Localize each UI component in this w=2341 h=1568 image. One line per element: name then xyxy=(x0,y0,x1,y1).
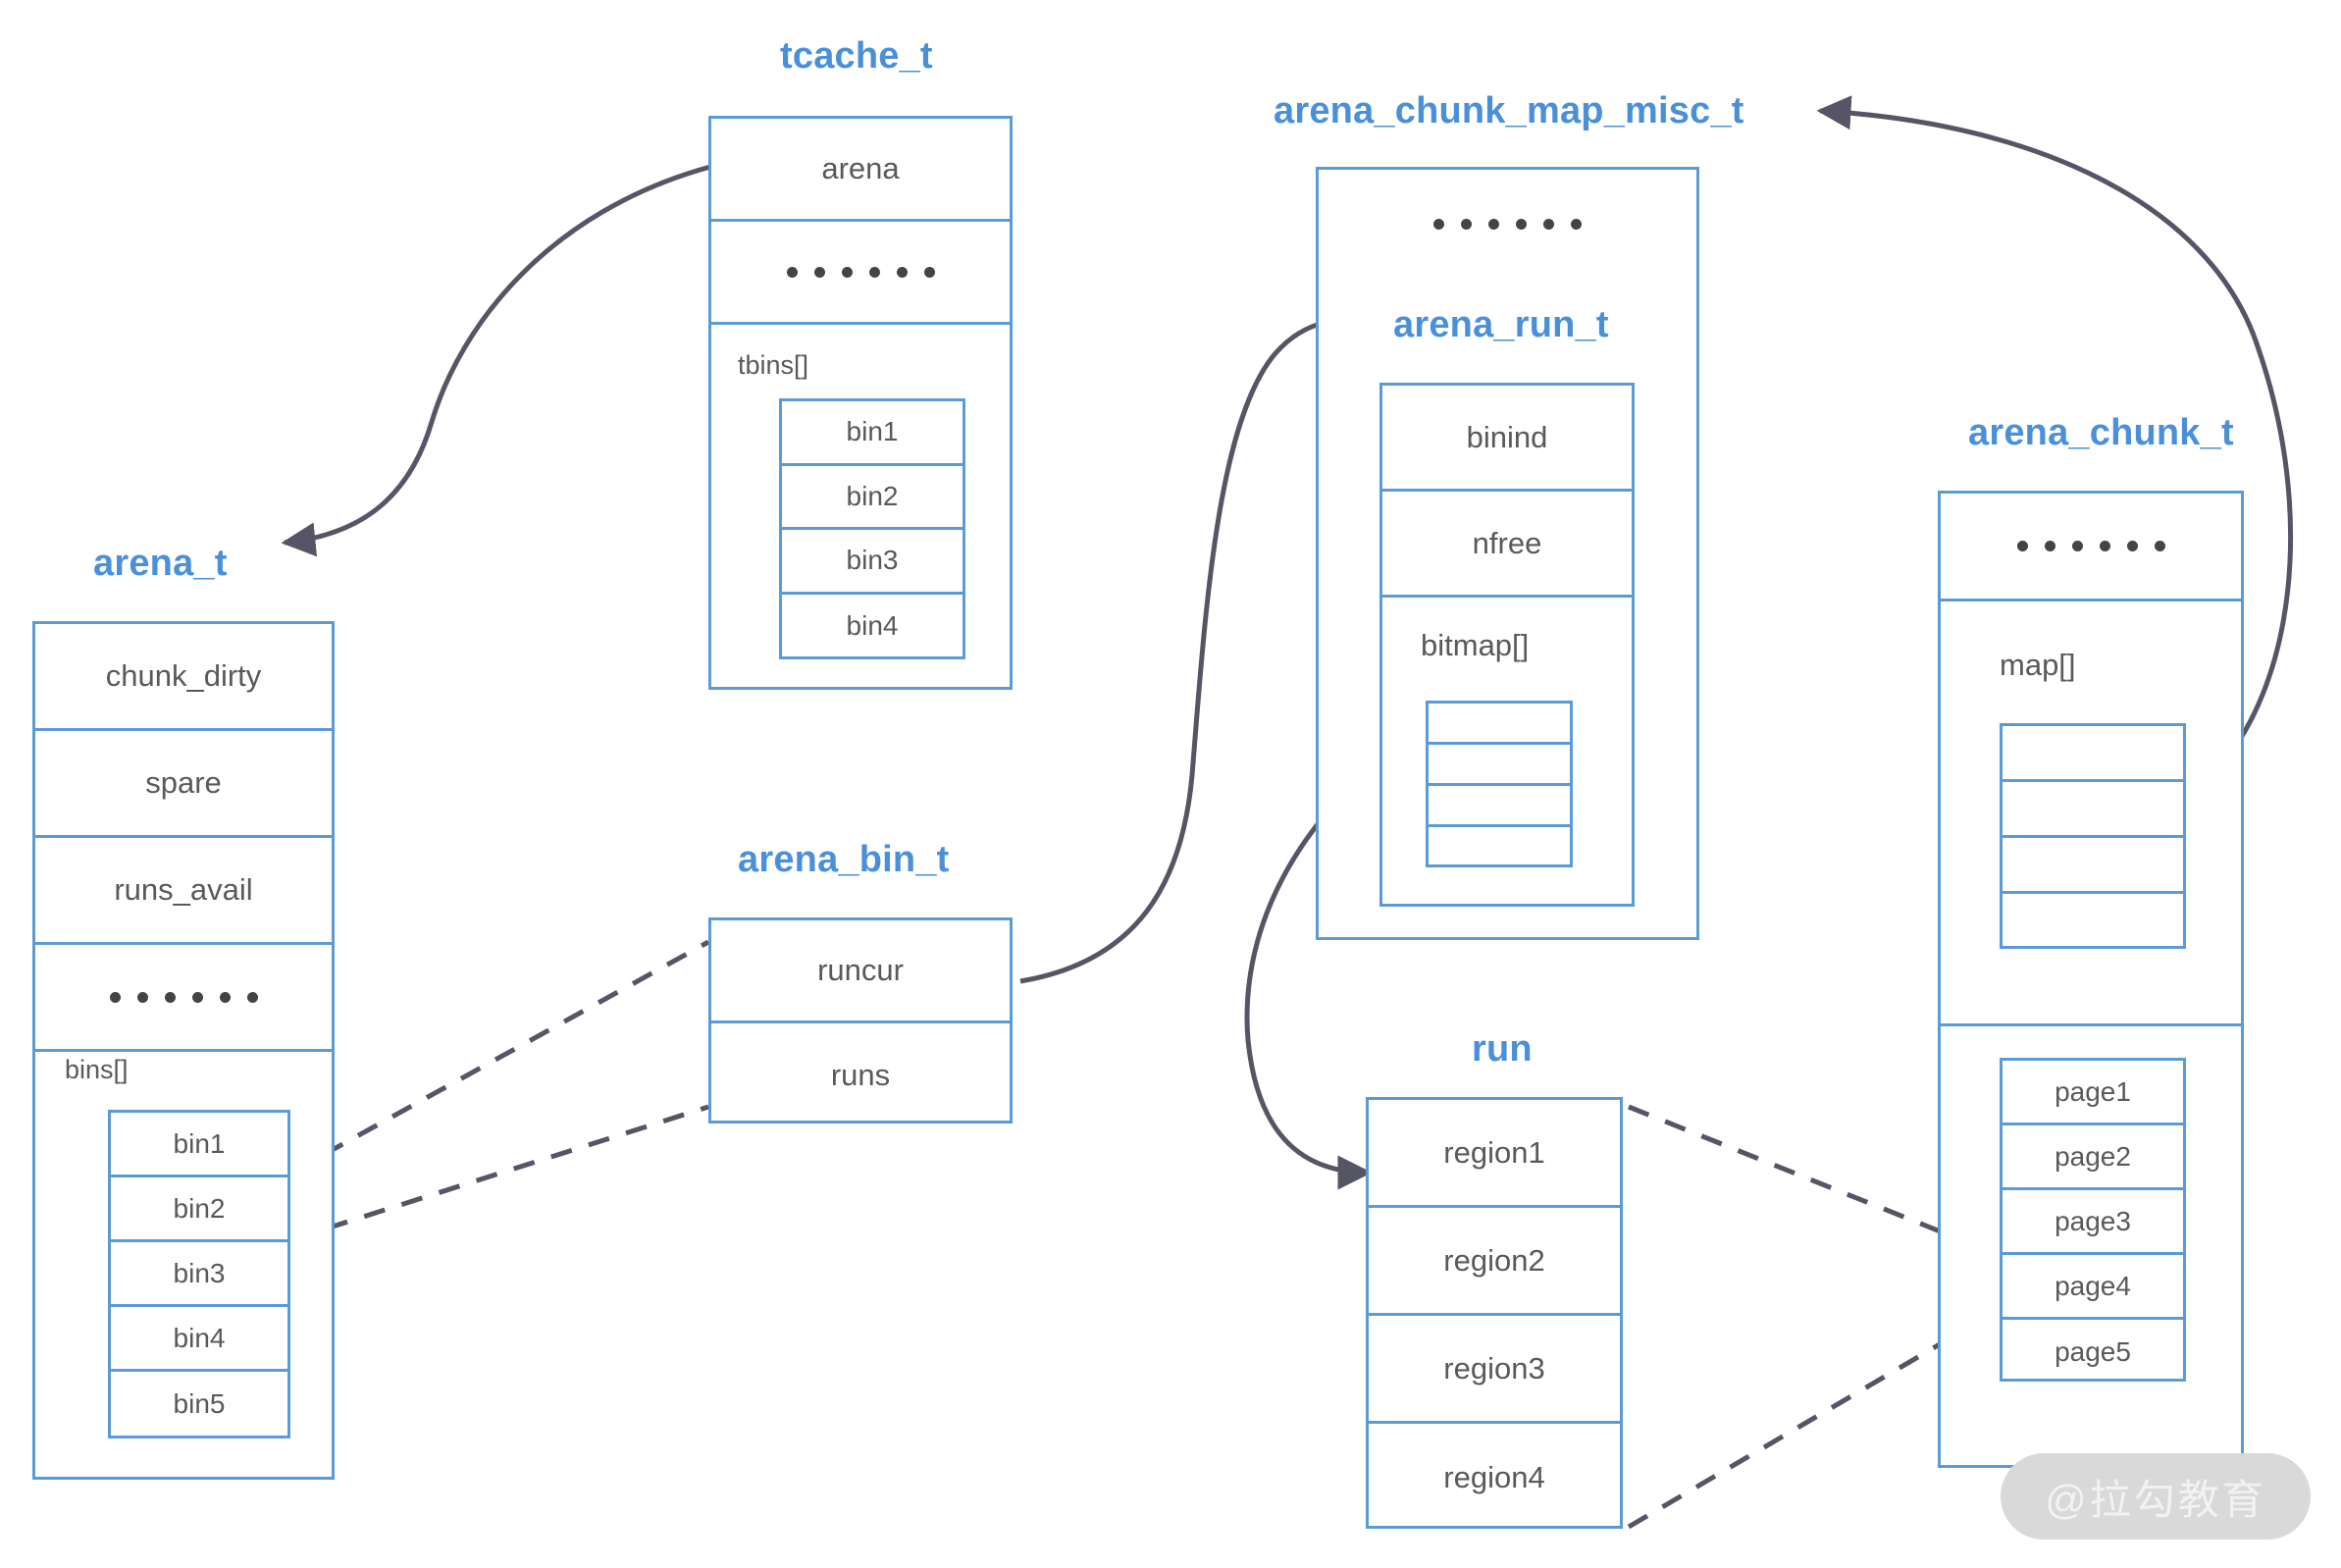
label-map: map[] xyxy=(2000,648,2076,682)
field-label: spare xyxy=(145,765,222,800)
field-tcache-arena: arena xyxy=(711,119,1010,222)
label-bins: bins[] xyxy=(65,1055,129,1084)
bins-cell[interactable]: bin1 xyxy=(111,1113,287,1177)
array-map xyxy=(2000,723,2186,949)
field-label: chunk_dirty xyxy=(105,658,262,693)
ellipsis-dots xyxy=(1433,218,1582,230)
title-run: run xyxy=(1472,1028,1533,1070)
struct-arena-bin-t: runcur runs xyxy=(708,917,1013,1124)
field-label: arena xyxy=(821,151,900,185)
watermark: @拉勾教育 xyxy=(2001,1453,2311,1540)
title-tcache-t: tcache_t xyxy=(780,35,933,77)
array-pages: page1 page2 page3 page4 page5 xyxy=(2000,1058,2186,1382)
bins-cell[interactable]: bin3 xyxy=(111,1242,287,1307)
pages-cell[interactable]: page3 xyxy=(2003,1190,2183,1255)
title-arena-run-t: arena_run_t xyxy=(1393,304,1609,345)
field-bin-runcur: runcur xyxy=(711,920,1010,1023)
pages-cell[interactable]: page5 xyxy=(2055,1336,2131,1367)
field-region4[interactable]: region4 xyxy=(1443,1460,1545,1494)
field-chunk-ellipsis xyxy=(1941,494,2241,601)
title-arena-t: arena_t xyxy=(93,543,228,584)
field-label: runs xyxy=(830,1057,891,1092)
label-bitmap: bitmap[] xyxy=(1421,628,1530,662)
link-tcache-arena-to-arena-t xyxy=(281,164,711,557)
field-tcache-ellipsis xyxy=(711,222,1010,325)
tbins-cell[interactable]: bin1 xyxy=(782,401,962,466)
tbins-cell[interactable]: bin4 xyxy=(846,610,899,642)
field-region3[interactable]: region3 xyxy=(1369,1316,1620,1424)
field-arena-spare: spare xyxy=(35,731,332,838)
title-arena-chunk-t: arena_chunk_t xyxy=(1968,412,2234,453)
bitmap-cell[interactable] xyxy=(1429,786,1570,827)
field-chunk-map xyxy=(1941,601,2241,1026)
link-bins-to-arena-bin-t-top xyxy=(287,939,710,1176)
field-arena-ellipsis xyxy=(35,945,332,1052)
map-cell[interactable] xyxy=(2003,838,2183,894)
map-cell[interactable] xyxy=(2003,726,2183,782)
map-cell[interactable] xyxy=(2003,782,2183,838)
tbins-cell[interactable]: bin3 xyxy=(782,530,962,595)
bitmap-cell[interactable] xyxy=(1429,704,1570,745)
bins-cell[interactable]: bin4 xyxy=(111,1307,287,1372)
field-bin-runs: runs xyxy=(711,1023,1010,1126)
bitmap-cell[interactable] xyxy=(1429,745,1570,786)
link-bins-to-arena-bin-t-bottom xyxy=(288,1104,709,1243)
field-label: runs_avail xyxy=(114,872,253,907)
title-arena-bin-t: arena_bin_t xyxy=(738,839,950,880)
array-bins: bin1 bin2 bin3 bin4 bin5 xyxy=(108,1110,290,1438)
field-region2[interactable]: region2 xyxy=(1369,1208,1620,1316)
field-run-nfree: nfree xyxy=(1382,492,1632,598)
ellipsis-dots xyxy=(2016,541,2165,551)
map-cell[interactable] xyxy=(2003,894,2183,949)
bins-cell[interactable]: bin2 xyxy=(111,1177,287,1242)
tbins-cell[interactable]: bin2 xyxy=(782,466,962,530)
ellipsis-dots xyxy=(786,266,935,278)
field-arena-chunk-dirty: chunk_dirty xyxy=(35,624,332,731)
title-arena-chunk-map-misc-t: arena_chunk_map_misc_t xyxy=(1274,90,1744,131)
pages-cell[interactable]: page4 xyxy=(2003,1255,2183,1320)
ellipsis-dots xyxy=(109,991,258,1003)
bins-cell[interactable]: bin5 xyxy=(173,1387,226,1419)
field-run-binind: binind xyxy=(1382,386,1632,492)
field-arena-runs-avail: runs_avail xyxy=(35,838,332,945)
pages-cell[interactable]: page1 xyxy=(2003,1061,2183,1125)
struct-arena-run-t: binind nfree xyxy=(1379,383,1635,907)
struct-run: region1 region2 region3 region4 xyxy=(1366,1097,1623,1529)
field-label: runcur xyxy=(817,953,904,987)
array-tbins: bin1 bin2 bin3 bin4 xyxy=(779,398,965,659)
pages-cell[interactable]: page2 xyxy=(2003,1125,2183,1190)
field-region1[interactable]: region1 xyxy=(1369,1100,1620,1208)
bitmap-cell[interactable] xyxy=(1429,827,1570,867)
array-bitmap xyxy=(1426,701,1573,867)
field-chunk-map-misc-ellipsis xyxy=(1319,170,1696,278)
label-tbins: tbins[] xyxy=(738,350,809,380)
